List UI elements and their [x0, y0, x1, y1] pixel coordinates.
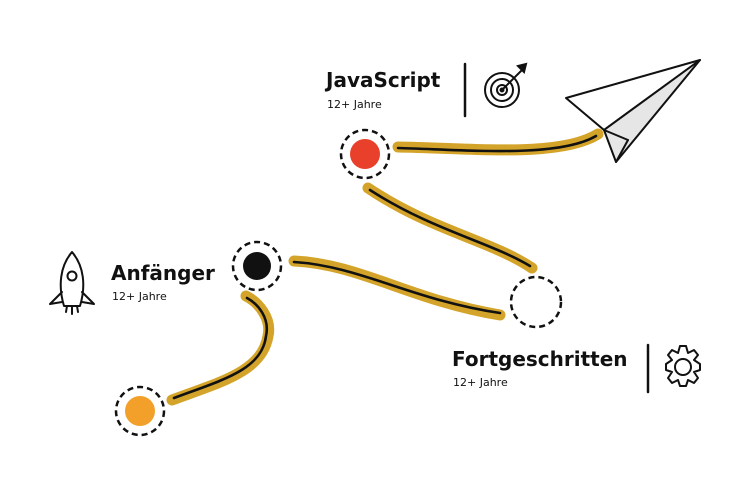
milestone-advanced-title: Fortgeschritten: [452, 347, 628, 371]
path-segment-2-line: [292, 260, 502, 315]
milestone-advanced-subtitle: 12+ Jahre: [453, 376, 508, 389]
roadmap-path: [166, 128, 604, 406]
target-icon: [484, 62, 528, 108]
milestone-beginner-title: Anfänger: [111, 261, 215, 285]
milestone-javascript-dot: [350, 139, 380, 169]
milestone-javascript-title: JavaScript: [324, 68, 441, 92]
rocket-icon: [49, 251, 95, 315]
milestone-javascript-subtitle: 12+ Jahre: [327, 98, 382, 111]
milestone-advanced: [509, 275, 563, 329]
gear-icon: [665, 345, 701, 387]
paper-plane-icon: [565, 59, 701, 163]
milestone-start-dot: [125, 396, 155, 426]
milestone-beginner: [231, 240, 283, 292]
path-segment-4-highlight: [392, 128, 604, 156]
milestone-beginner-subtitle: 12+ Jahre: [112, 290, 167, 303]
path-segment-1-highlight: [166, 290, 275, 406]
milestone-beginner-dot: [243, 252, 271, 280]
path-segment-1-line: [172, 296, 269, 400]
path-segment-4-line: [396, 134, 598, 153]
path-segment-3-line: [368, 188, 532, 268]
path-segment-3-highlight: [362, 182, 538, 274]
milestone-start: [114, 385, 166, 437]
milestone-javascript: [339, 128, 391, 180]
milestone-advanced-dot: [509, 275, 563, 329]
